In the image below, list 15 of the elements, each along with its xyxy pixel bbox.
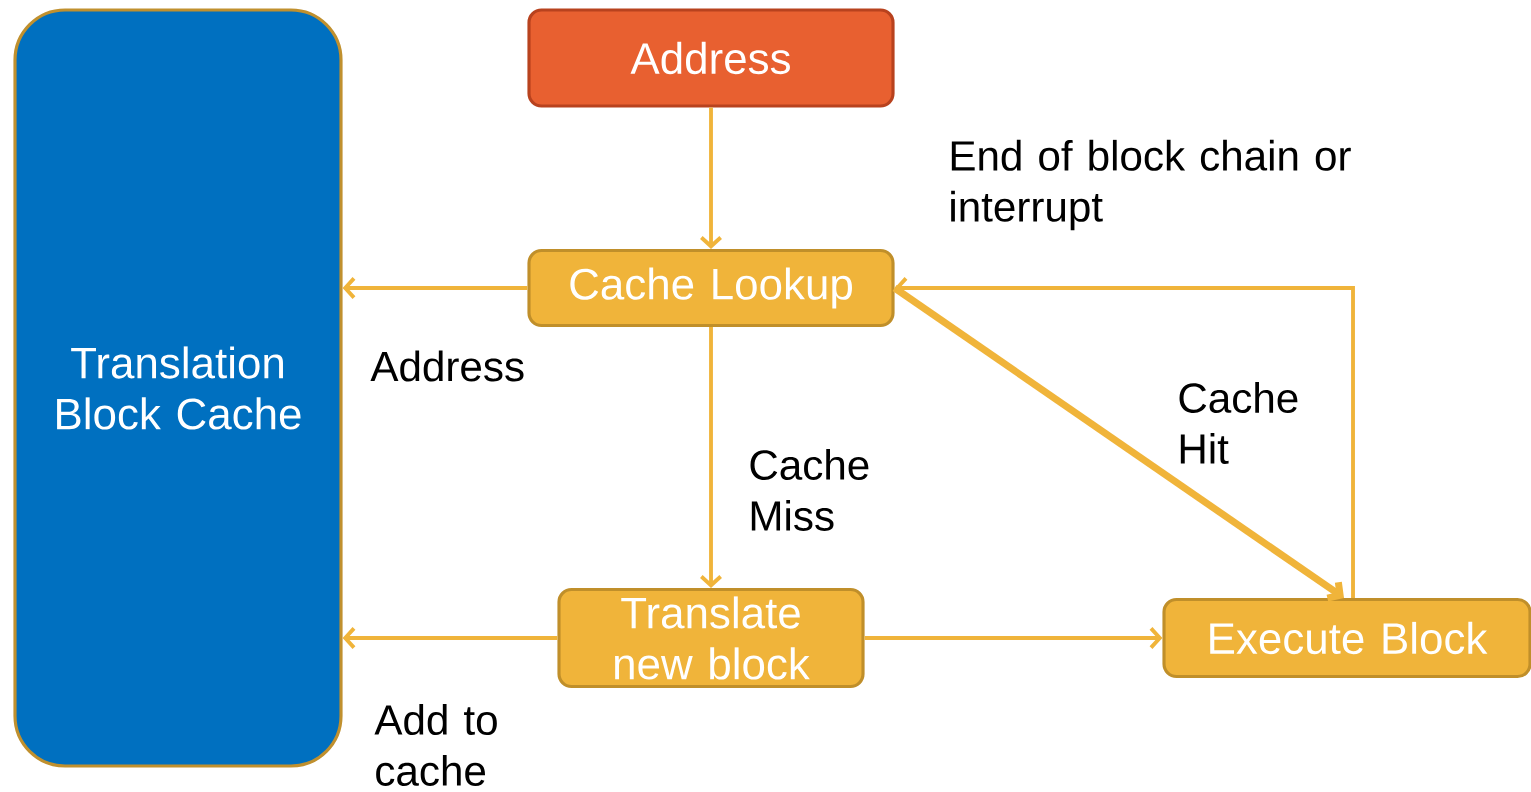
edge-label: Address	[370, 350, 524, 382]
arrow	[700, 107, 722, 249]
edge-label: End of block chain or interrupt	[951, 139, 1351, 231]
process-box: Execute Block	[1162, 597, 1531, 679]
process-box: Translate new block	[557, 587, 865, 689]
cache-box: Translation Block Cache	[13, 8, 343, 768]
arrow	[342, 277, 528, 299]
arrow	[342, 627, 558, 649]
arrow	[864, 627, 1163, 649]
edge-label: Cache Hit	[1179, 382, 1298, 464]
edge-label: Cache Miss	[750, 449, 869, 531]
process-box: Cache Lookup	[527, 248, 895, 328]
input-box: Address	[527, 8, 895, 108]
arrow	[700, 327, 722, 588]
edge-label: Add to cache	[374, 704, 497, 786]
